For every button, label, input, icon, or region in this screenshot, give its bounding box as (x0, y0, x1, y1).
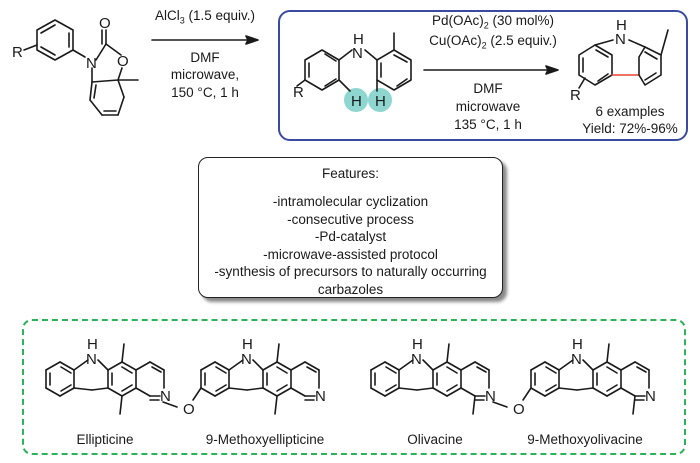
tandem-reaction-box (278, 10, 688, 141)
nh-hydrogen: H (353, 31, 364, 48)
starting-material-structure: R N O O (12, 15, 139, 116)
phenyl-ring (36, 19, 74, 61)
ring-oxygen-label: O (117, 53, 129, 70)
h-highlight-left (344, 88, 368, 112)
feature-item: carbazoles (317, 281, 384, 297)
oxidant-amount: (2.5 equiv.) (486, 33, 557, 48)
reagent-amount: (1.5 equiv.) (184, 8, 256, 23)
nitrogen-label: N (86, 55, 97, 72)
ch-hydrogen-left: H (351, 93, 362, 110)
nh-hydrogen: H (412, 336, 423, 353)
reagent-subscript: 3 (179, 15, 185, 26)
product-r-group: R (570, 87, 581, 104)
nh-nitrogen: N (352, 45, 363, 62)
step1-reagent: AlCl3 (1.5 equiv.) (150, 7, 260, 30)
pyridine-nitrogen: N (315, 388, 326, 405)
step2-solvent: DMF (473, 81, 503, 96)
step2-oxidant: Cu(OAc)2 (2.5 equiv.) (418, 32, 568, 55)
natural-product-name: Ellipticine (76, 432, 134, 447)
step2-catalyst: Pd(OAc)2 (30 mol%) (418, 12, 568, 35)
catalyst-subscript: 2 (483, 20, 489, 31)
oxidant-subscript: 2 (481, 40, 487, 51)
natural-product-name: 9-Methoxyellipticine (205, 432, 325, 447)
olivacine-structure: HNN (370, 336, 496, 415)
reagent-formula: AlCl (154, 8, 180, 23)
features-box: Features: -intramolecular cyclization -c… (198, 157, 503, 298)
step2-arrow (423, 65, 559, 75)
feature-item: -microwave-assisted protocol (263, 246, 438, 262)
product-nh-hydrogen: H (616, 17, 627, 34)
methoxy-oxygen: O (183, 401, 195, 418)
feature-item: -synthesis of precursors to naturally oc… (214, 264, 487, 279)
natural-product-name: 9-Methoxyolivacine (527, 432, 643, 447)
nh-nitrogen: N (86, 351, 97, 368)
yield-range: Yield: 72%-96% (582, 121, 678, 136)
feature-item: -intramolecular cyclization (272, 194, 429, 209)
nh-hydrogen: H (242, 336, 253, 353)
ellipticine-structure: HNN (45, 336, 171, 415)
diarylamine-intermediate: H N R H H (293, 31, 412, 112)
catalyst-amount: (30 mol%) (488, 13, 555, 28)
catalyst-formula: Pd(OAc) (431, 13, 484, 28)
methoxy-oxygen: O (513, 401, 525, 418)
oxidant-formula: Cu(OAc) (429, 33, 482, 48)
r-group-label: R (12, 44, 23, 61)
step2-conditions: 135 °C, 1 h (454, 117, 522, 132)
features-list: -intramolecular cyclization -consecutive… (199, 193, 502, 298)
natural-products-box (22, 319, 686, 455)
nh-hydrogen: H (572, 336, 583, 353)
natural-product-name: Olivacine (407, 432, 463, 447)
step1-method: microwave, (170, 67, 240, 82)
feature-item: -Pd-catalyst (314, 229, 387, 244)
ch-hydrogen-right: H (375, 93, 386, 110)
carbazole-product: H N R (570, 17, 669, 104)
pyridine-nitrogen: N (485, 388, 496, 405)
nh-nitrogen: N (411, 351, 422, 368)
nh-hydrogen: H (87, 336, 98, 353)
carbonyl-oxygen-label: O (99, 15, 111, 32)
pyridine-nitrogen: N (645, 388, 656, 405)
step1-arrow (151, 35, 259, 45)
nh-nitrogen: N (241, 351, 252, 368)
step2-method: microwave (455, 99, 521, 114)
features-title: Features: (321, 166, 380, 181)
step1-conditions: 150 °C, 1 h (171, 85, 239, 100)
step1-solvent: DMF (190, 50, 220, 65)
examples-count: 6 examples (595, 104, 665, 119)
nh-nitrogen: N (571, 351, 582, 368)
pyridine-nitrogen: N (160, 388, 171, 405)
product-nh-nitrogen: N (615, 31, 626, 48)
feature-item: -consecutive process (287, 211, 414, 227)
r-group-label: R (293, 84, 304, 101)
h-highlight-right (368, 88, 392, 112)
